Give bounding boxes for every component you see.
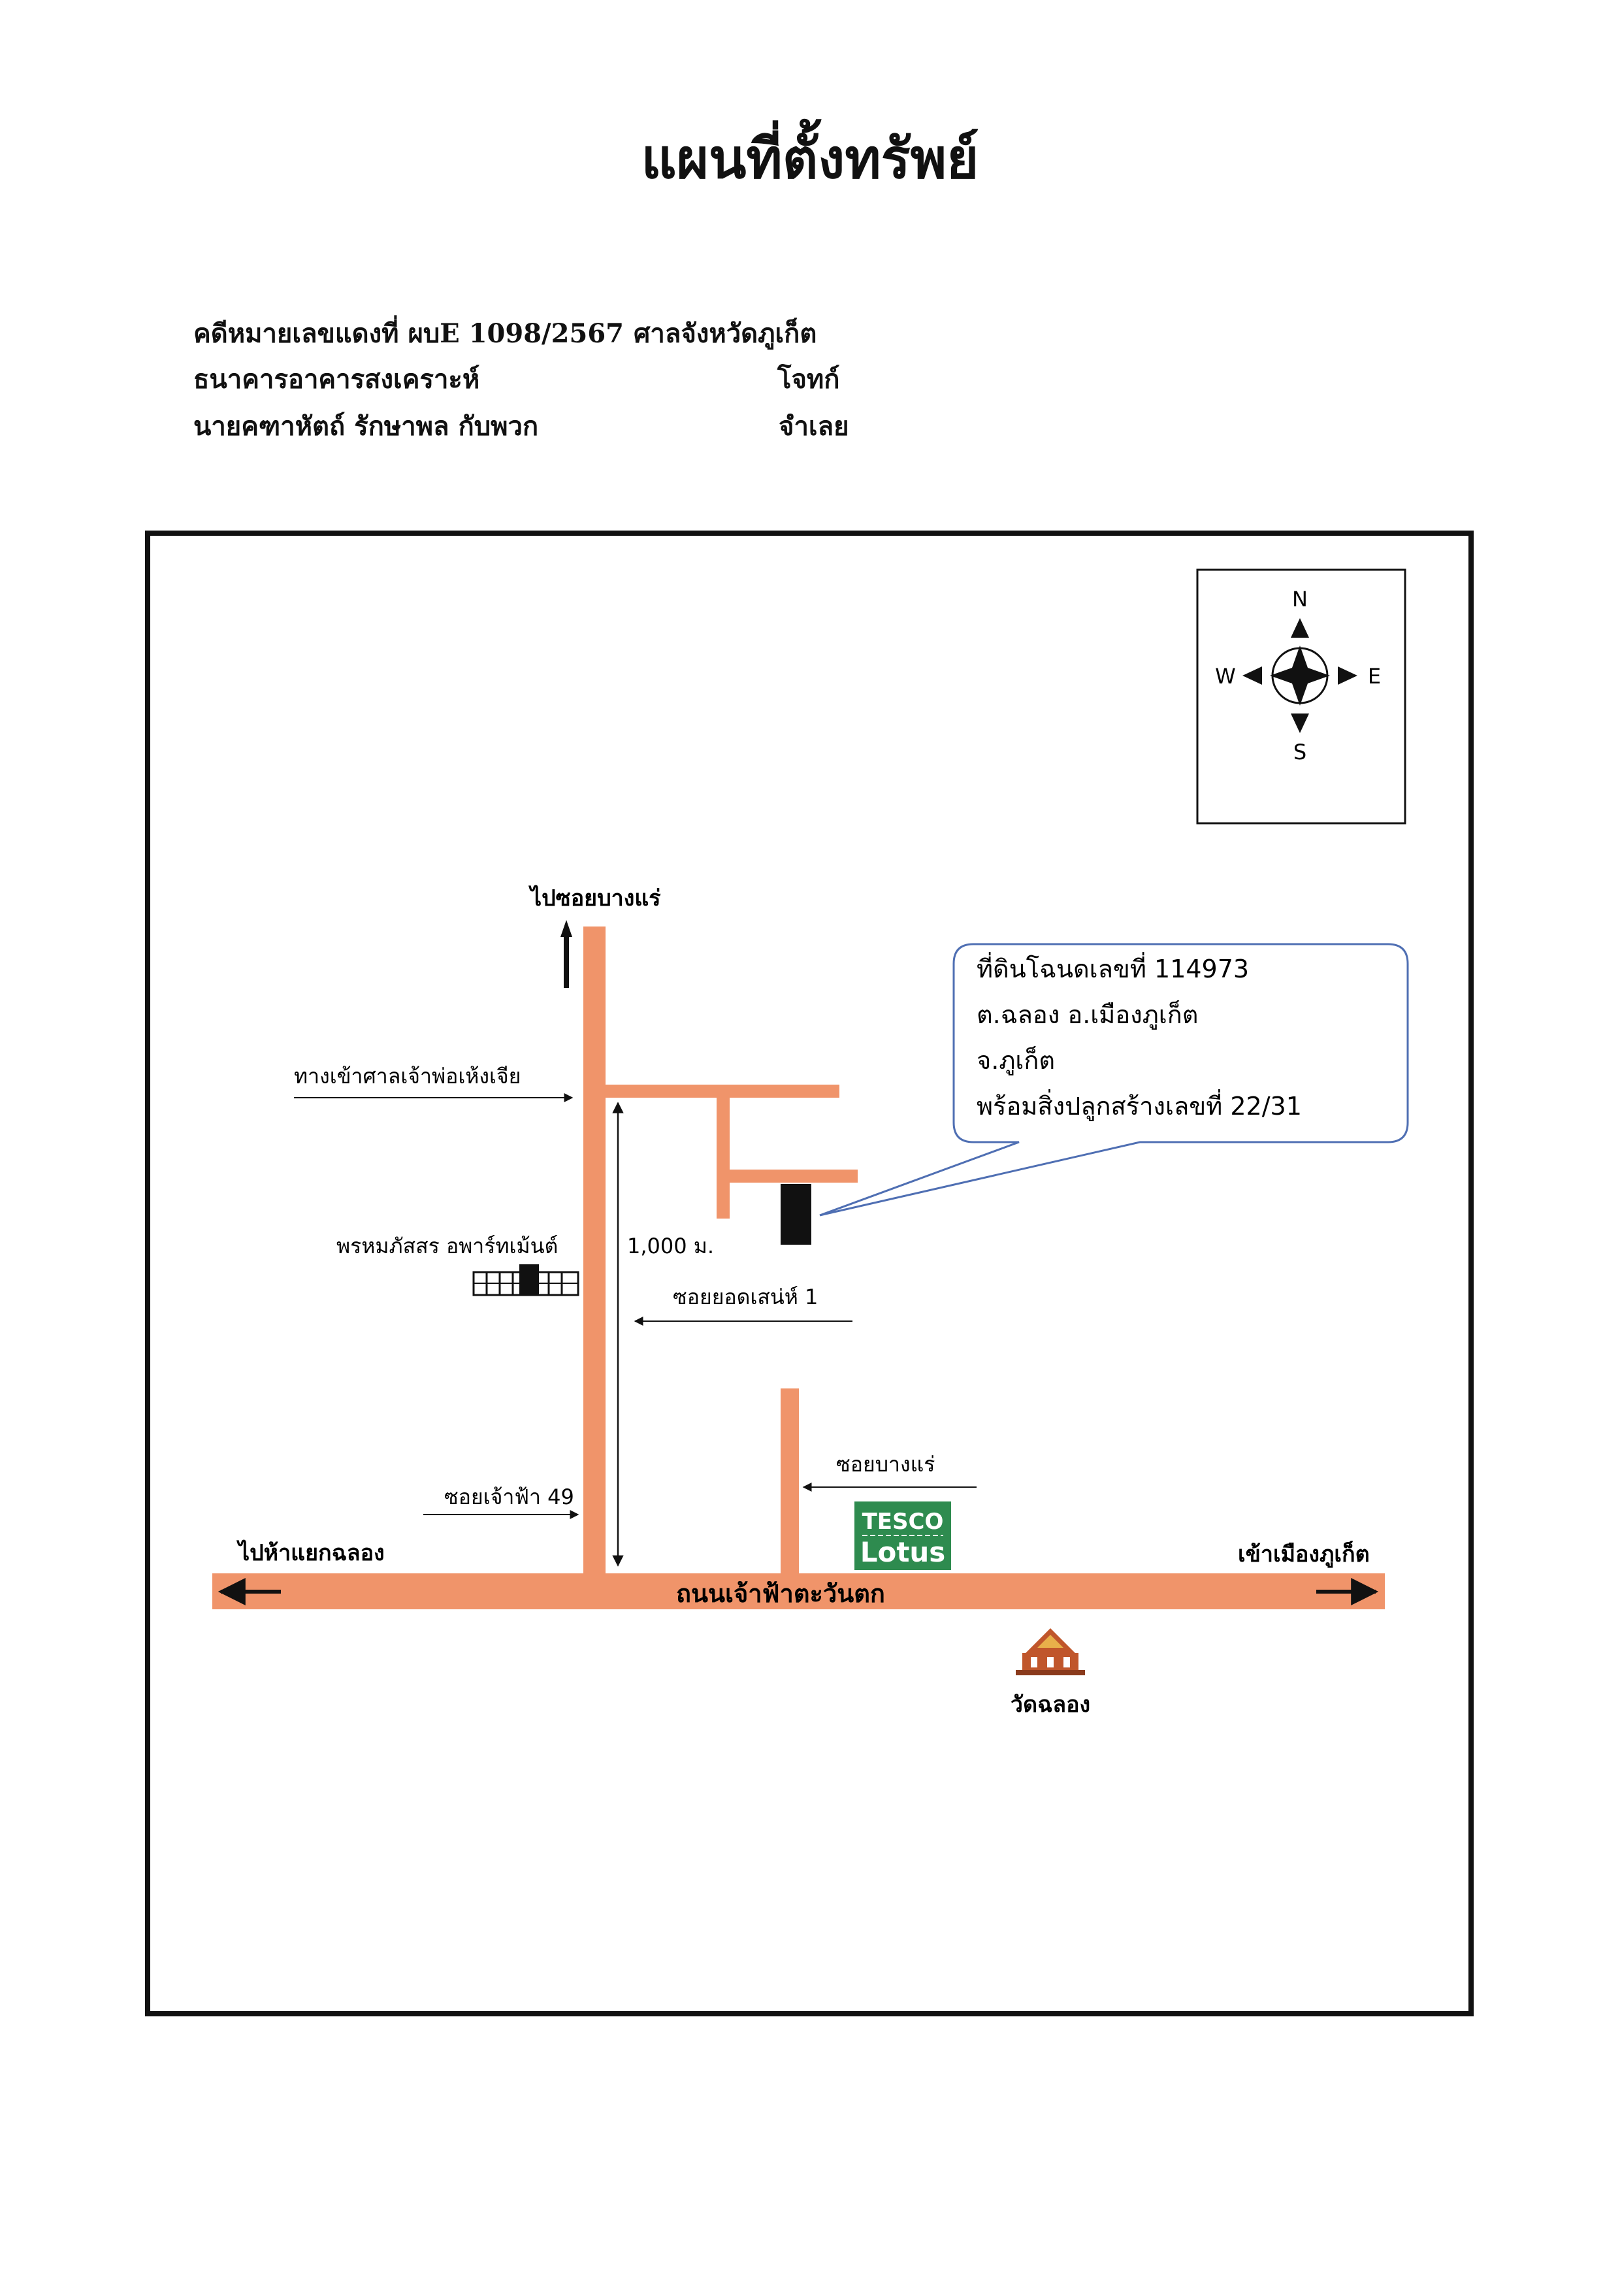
label-main-road: ถนนเจ้าฟ้าตะวันตก (676, 1579, 885, 1608)
label-soi-chao-fa-49: ซอยเจ้าฟ้า 49 (444, 1484, 574, 1509)
road-network (212, 927, 1385, 1609)
label-to-chalong-intersection: ไปห้าแยกฉลอง (236, 1539, 385, 1566)
compass-west: W (1215, 664, 1236, 689)
label-apartment: พรหมภัสสร อพาร์ทเม้นต์ (336, 1234, 558, 1258)
label-shrine-entrance: ทางเข้าศาลเจ้าพ่อเห้งเจีย (294, 1064, 521, 1089)
page-title: แผนที่ตั้งทรัพย์ (641, 126, 979, 191)
court-name: ศาลจังหวัดภูเก็ต (634, 318, 817, 349)
temple-icon (1016, 1628, 1085, 1675)
tesco-lotus-logo: TESCO Lotus (854, 1501, 951, 1570)
soi-chao-fa-49-road (583, 927, 606, 1573)
callout-building: พร้อมสิ่งปลูกสร้างเลขที่ 22/31 (977, 1089, 1302, 1121)
label-to-soi-bang-rae: ไปซอยบางแร่ (528, 885, 661, 911)
plaintiff-name: ธนาคารอาคารสงเคราะห์ (193, 364, 480, 395)
callout-subdistrict: ต.ฉลอง อ.เมืองภูเก็ต (977, 1000, 1198, 1030)
plaintiff-label: โจทก์ (777, 364, 840, 395)
label-soi-yod-sane: ซอยยอดเสน่ห์ 1 (673, 1285, 818, 1309)
tesco-text: TESCO (862, 1509, 944, 1535)
branch-road-upper (606, 1085, 839, 1098)
compass-box (1196, 568, 1406, 825)
defendant-name: นายคฑาหัตถ์ รักษาพล กับพวก (193, 411, 539, 442)
main-road (212, 1573, 1385, 1609)
compass-south: S (1293, 740, 1306, 764)
branch-road-lower (730, 1170, 858, 1183)
callout-province: จ.ภูเก็ต (977, 1045, 1055, 1075)
callout-deed: ที่ดินโฉนดเลขที่ 114973 (977, 952, 1249, 983)
north-arrow-icon (560, 920, 572, 988)
property-marker (781, 1184, 811, 1245)
compass-north: N (1292, 587, 1308, 612)
property-callout (819, 943, 1409, 1217)
lotus-text: Lotus (860, 1536, 946, 1568)
label-to-phuket-town: เข้าเมืองภูเก็ต (1238, 1540, 1370, 1568)
case-number: คดีหมายเลขแดงที่ ผบE 1098/2567 (193, 318, 624, 349)
map-frame (145, 531, 1474, 2016)
compass-east: E (1368, 664, 1381, 689)
compass-rose-icon (1242, 618, 1357, 733)
apartment-building-icon (472, 1264, 579, 1296)
label-distance: 1,000 ม. (627, 1234, 714, 1258)
soi-bang-rae-road (781, 1388, 799, 1573)
label-temple: วัดฉลอง (1011, 1692, 1090, 1718)
branch-road-short (717, 1098, 730, 1219)
label-soi-bang-rae: ซอยบางแร่ (836, 1452, 935, 1477)
defendant-label: จำเลย (779, 411, 849, 442)
